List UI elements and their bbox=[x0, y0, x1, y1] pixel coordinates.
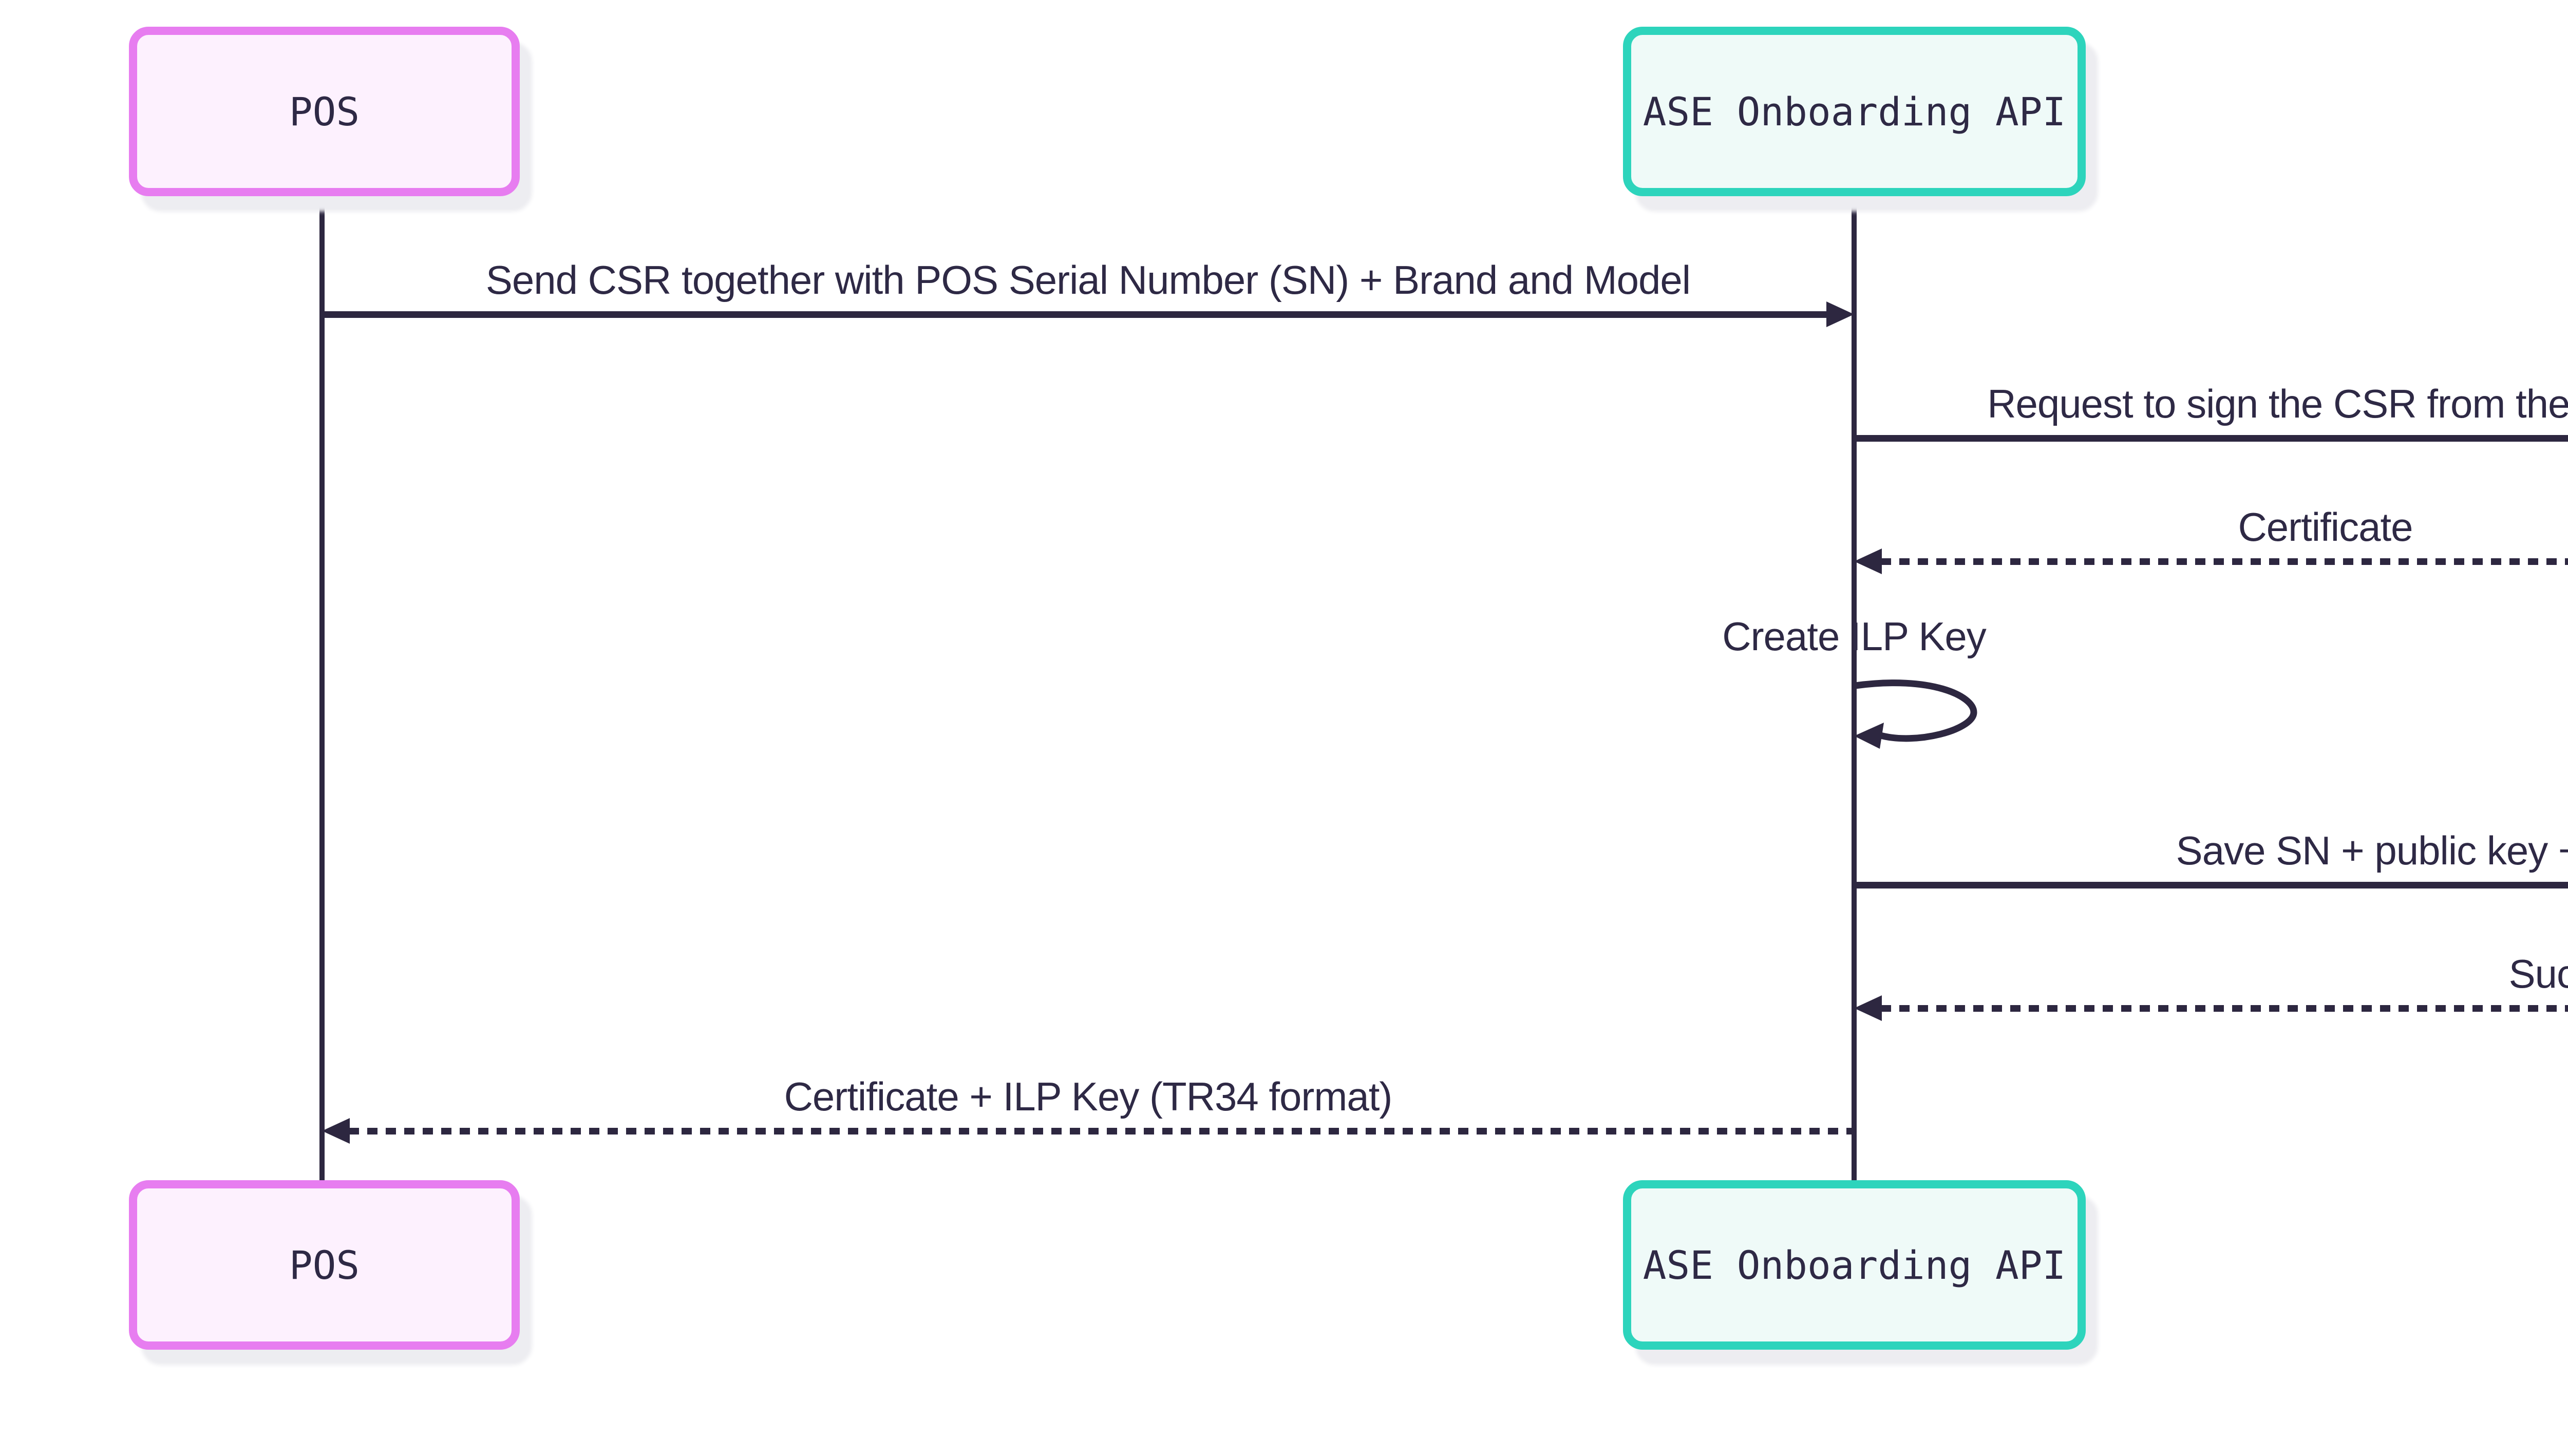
participant-api-label: ASE Onboarding API bbox=[1642, 88, 2066, 135]
participant-pos-top: POS bbox=[129, 27, 520, 196]
message-line-certificate bbox=[1881, 558, 2568, 565]
message-label-success: Success bbox=[2508, 951, 2568, 996]
arrowhead-left-icon bbox=[1854, 995, 1882, 1021]
arrowhead-left-icon bbox=[1854, 549, 1882, 574]
message-label-cert-ilp-key: Certificate + ILP Key (TR34 format) bbox=[784, 1074, 1393, 1119]
message-label-save-sn: Save SN + public key + ILP Key (Terminal… bbox=[2176, 828, 2568, 873]
message-label-request-sign: Request to sign the CSR from the POS bbox=[1987, 381, 2568, 426]
message-line-success bbox=[1881, 1005, 2568, 1012]
message-label-create-ilp-key: Create ILP Key bbox=[1722, 614, 1987, 659]
message-line-send-csr bbox=[322, 311, 1826, 318]
arrowhead-right-icon bbox=[1826, 301, 1854, 327]
participant-api-label: ASE Onboarding API bbox=[1642, 1242, 2066, 1288]
participant-pos-label: POS bbox=[289, 88, 360, 135]
participant-api-top: ASE Onboarding API bbox=[1623, 27, 2086, 196]
participant-pos-label: POS bbox=[289, 1242, 360, 1288]
lifeline-api bbox=[1852, 195, 1857, 1180]
message-line-request-sign bbox=[1854, 435, 2568, 442]
message-label-certificate: Certificate bbox=[2238, 504, 2413, 550]
message-line-save-sn bbox=[1854, 882, 2568, 888]
message-label-send-csr: Send CSR together with POS Serial Number… bbox=[485, 257, 1691, 302]
arrowhead-left-icon bbox=[322, 1118, 350, 1144]
message-line-cert-ilp-key bbox=[349, 1128, 1854, 1134]
participant-api-bottom: ASE Onboarding API bbox=[1623, 1180, 2086, 1350]
lifeline-pos bbox=[319, 195, 325, 1180]
self-loop-arrow bbox=[1854, 679, 1977, 749]
participant-pos-bottom: POS bbox=[129, 1180, 520, 1350]
